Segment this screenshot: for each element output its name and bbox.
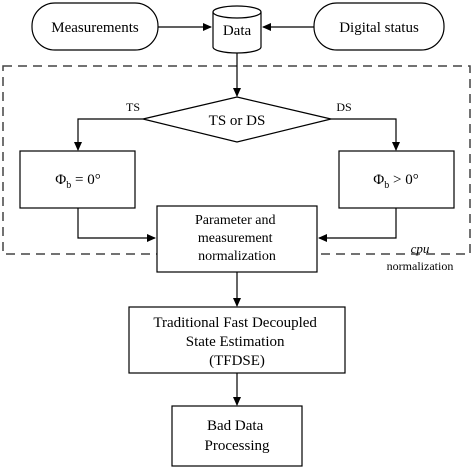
data-label: Data — [223, 23, 252, 39]
decision-node — [142, 96, 332, 143]
phi-positive-label: Φb > 0° — [373, 172, 418, 191]
phi-zero-label: Φb = 0° — [55, 172, 100, 191]
normalization-label: Parameter and measurement normalization — [195, 213, 279, 264]
arrow-phi-zero-to-normalization — [77, 208, 156, 242]
region-label-normalization: normalization — [387, 259, 454, 273]
data-store-node — [212, 5, 262, 54]
normalization-node — [156, 205, 318, 273]
arrow-phi-positive-to-normalization — [318, 208, 397, 242]
measurements-label: Measurements — [51, 20, 139, 36]
ds-edge-label: DS — [336, 100, 351, 114]
decision-label: TS or DS — [209, 113, 266, 129]
bad-data-label: Bad Data Processing — [205, 418, 270, 454]
bad-data-node — [171, 405, 303, 467]
tfdse-label: Traditional Fast Decoupled State Estimat… — [153, 315, 320, 369]
digital-status-label: Digital status — [339, 20, 419, 36]
phi-zero-node — [19, 150, 136, 209]
region-label-cpu: cpu — [411, 241, 430, 256]
arrow-ts-branch — [74, 118, 143, 151]
ts-edge-label: TS — [126, 100, 140, 114]
arrow-ds-branch — [331, 118, 400, 151]
